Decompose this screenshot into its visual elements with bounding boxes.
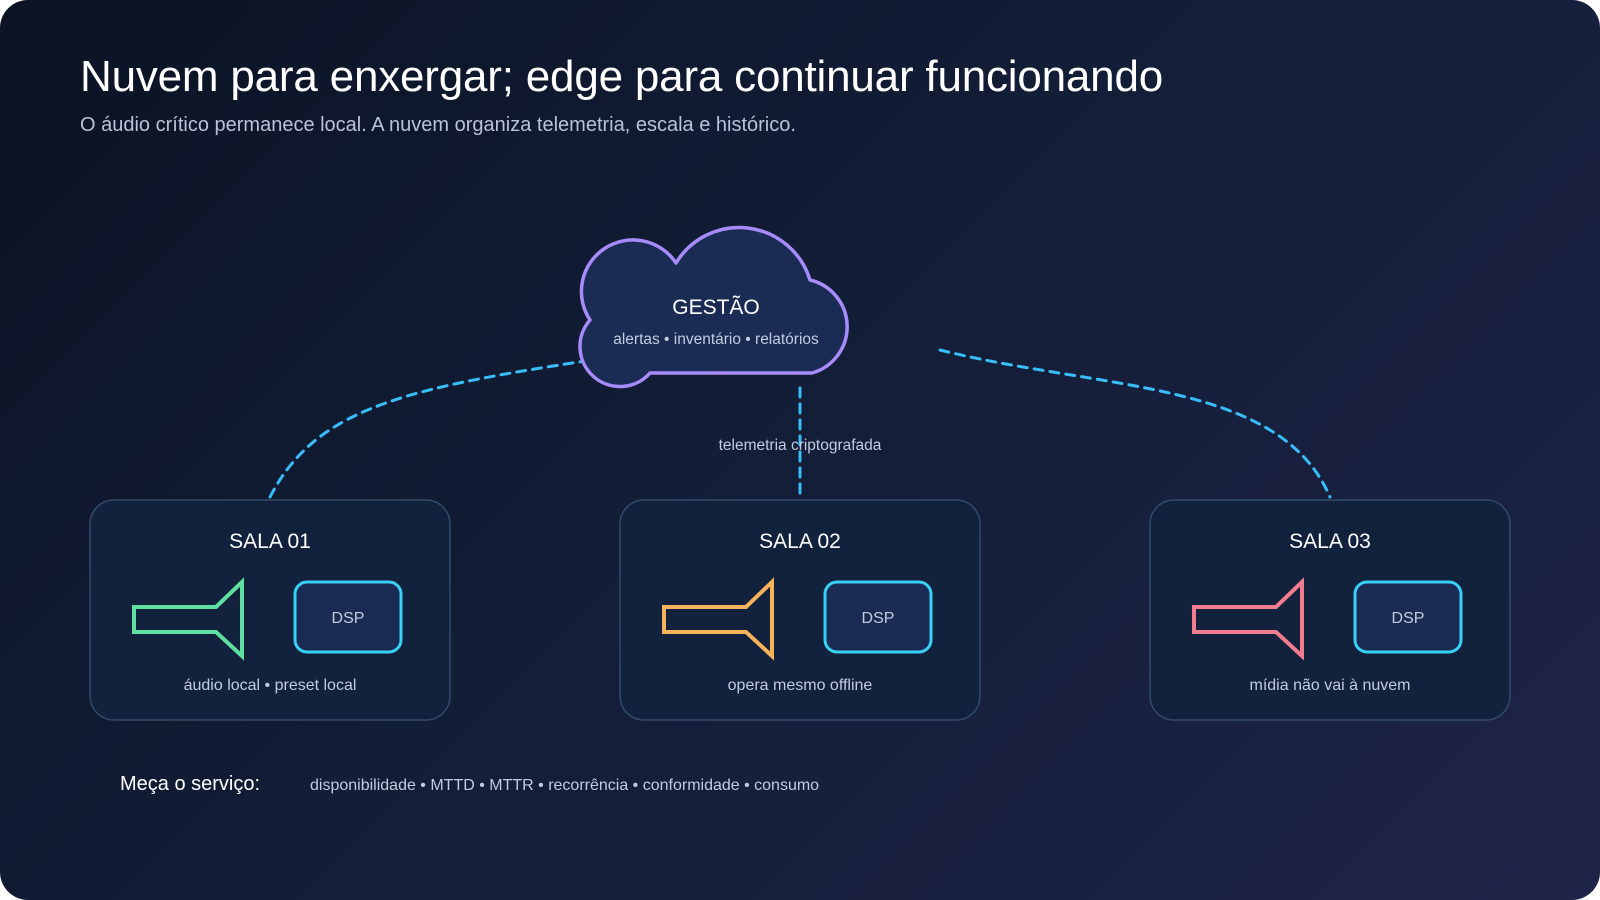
room-card-sala-02: SALA 02 DSP opera mesmo offline (619, 499, 981, 721)
room-card-frame (89, 499, 451, 721)
footer-label: Meça o serviço: (120, 773, 260, 795)
room-caption: mídia não vai à nuvem (1250, 677, 1411, 694)
dsp-unit (1353, 580, 1463, 654)
room-caption: opera mesmo offline (728, 677, 873, 694)
dsp-unit (293, 580, 403, 654)
room-title: SALA 02 (759, 530, 841, 553)
link-sala-03 (938, 348, 1332, 499)
room-title: SALA 03 (1289, 530, 1371, 553)
room-card-sala-01: SALA 01 DSP áudio local • preset local (89, 499, 451, 721)
dsp-label: DSP (332, 610, 365, 627)
cloud-node: GESTÃO alertas • inventário • relatórios (578, 225, 849, 389)
link-sala-01 (268, 348, 662, 499)
dsp-label: DSP (862, 610, 895, 627)
footer-metrics: disponibilidade • MTTD • MTTR • recorrên… (310, 777, 819, 794)
page-subtitle: O áudio crítico permanece local. A nuvem… (80, 114, 796, 136)
cloud-subtitle: alertas • inventário • relatórios (613, 331, 819, 348)
room-card-frame (619, 499, 981, 721)
cloud-title: GESTÃO (672, 295, 760, 319)
room-title: SALA 01 (229, 530, 311, 553)
speaker-icon (132, 577, 244, 661)
speaker-icon (1192, 577, 1304, 661)
cloud-icon (578, 225, 849, 389)
speaker-icon (662, 577, 774, 661)
telemetry-links (268, 348, 1332, 499)
room-card-frame (1149, 499, 1511, 721)
room-caption: áudio local • preset local (184, 677, 357, 694)
page-title: Nuvem para enxergar; edge para continuar… (80, 52, 1163, 101)
room-card-sala-03: SALA 03 DSP mídia não vai à nuvem (1149, 499, 1511, 721)
link-label: telemetria criptografada (719, 437, 882, 454)
dsp-unit (823, 580, 933, 654)
dsp-label: DSP (1392, 610, 1425, 627)
